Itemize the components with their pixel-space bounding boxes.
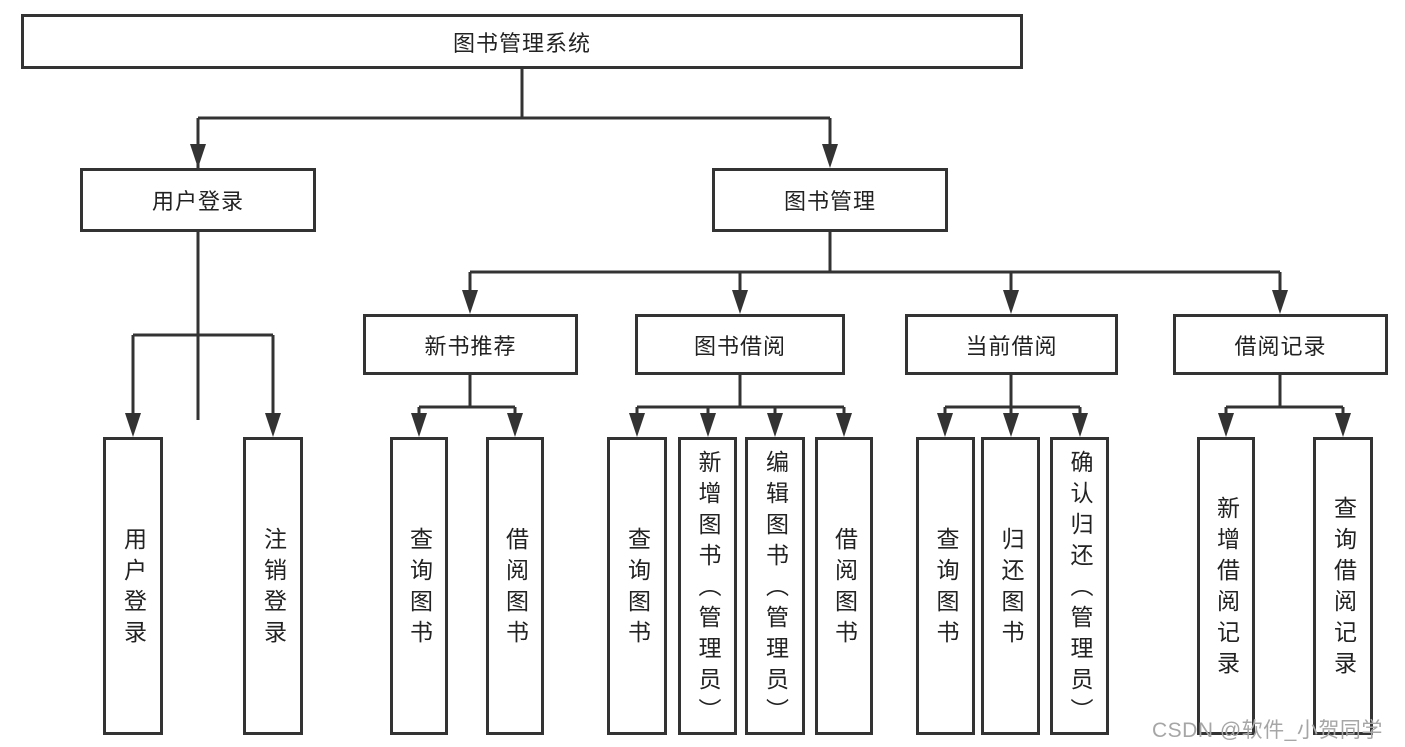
leaf-add-book-admin: 新增图书（管理员） (678, 437, 737, 735)
leaf-borrow-books: 借阅图书 (815, 437, 873, 735)
leaf-query-borrow-record: 查询借阅记录 (1313, 437, 1373, 735)
leaf-query-books-current: 查询图书 (916, 437, 975, 735)
node-library-management-system: 图书管理系统 (21, 14, 1023, 69)
watermark: CSDN @软件_小贺同学 (1152, 719, 1383, 742)
leaf-return-books: 归还图书 (981, 437, 1040, 735)
leaf-confirm-return-admin: 确认归还（管理员） (1050, 437, 1109, 735)
node-current-borrowing: 当前借阅 (905, 314, 1118, 375)
node-book-management: 图书管理 (712, 168, 948, 232)
leaf-query-books-recommend: 查询图书 (390, 437, 448, 735)
leaf-add-borrow-record: 新增借阅记录 (1197, 437, 1255, 735)
leaf-query-books-borrow: 查询图书 (607, 437, 667, 735)
leaf-borrow-books-recommend: 借阅图书 (486, 437, 544, 735)
node-new-book-recommendation: 新书推荐 (363, 314, 578, 375)
leaf-logout: 注销登录 (243, 437, 303, 735)
leaf-edit-book-admin: 编辑图书（管理员） (745, 437, 805, 735)
node-user-login: 用户登录 (80, 168, 316, 232)
node-borrowing-records: 借阅记录 (1173, 314, 1388, 375)
leaf-user-login: 用户登录 (103, 437, 163, 735)
node-book-borrowing: 图书借阅 (635, 314, 845, 375)
